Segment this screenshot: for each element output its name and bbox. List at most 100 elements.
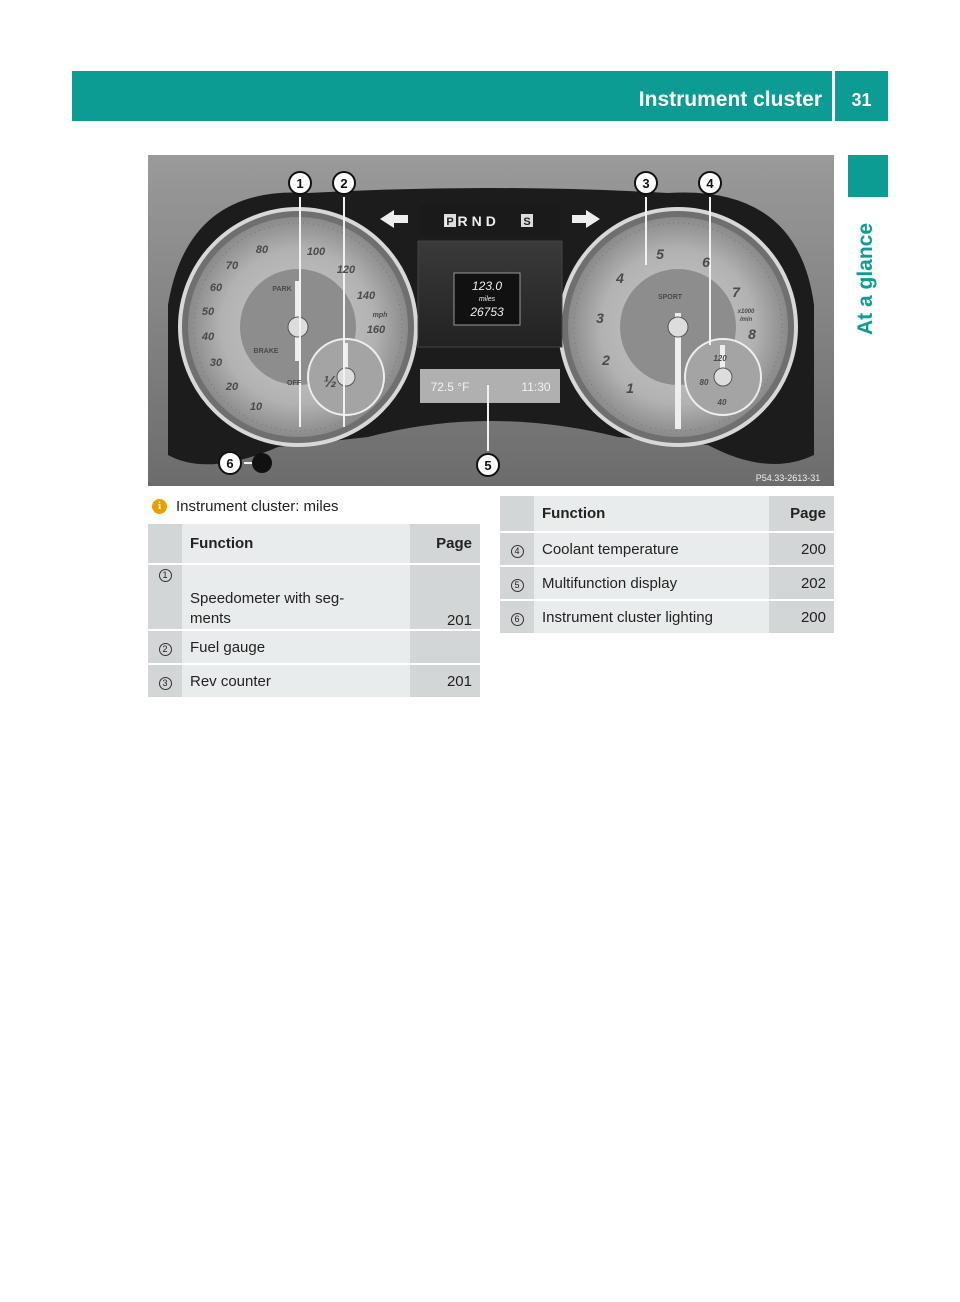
- callout-number: 3: [158, 676, 172, 690]
- callout-circle: [476, 453, 500, 477]
- header-number: [148, 524, 182, 565]
- figure-code: P54.33-2613-31: [756, 473, 821, 483]
- function-table-right: Function Page 4 Coolant temperature 200 …: [500, 496, 834, 635]
- lighting-knob: [252, 453, 272, 473]
- callout-label: 2: [340, 176, 347, 191]
- table-row: 2 Fuel gauge: [148, 630, 480, 665]
- header-function: Function: [534, 496, 769, 533]
- speedo-tick: 70: [226, 260, 239, 272]
- speedo-tick: 160: [367, 324, 386, 336]
- left-arrow-icon: [380, 210, 408, 228]
- gear-p-badge: P: [446, 216, 453, 228]
- table-row: 3 Rev counter 201: [148, 664, 480, 699]
- speedo-tick: 40: [201, 331, 215, 343]
- info-icon: i: [152, 499, 167, 514]
- off-lamp: OFF: [287, 380, 302, 387]
- callout-number: 5: [510, 578, 524, 592]
- speedo-tick: 100: [307, 246, 326, 258]
- page-ref: 201: [410, 564, 480, 631]
- gear-s-badge: S: [523, 216, 530, 228]
- callout-label: 6: [226, 456, 233, 471]
- callout-label: 1: [296, 176, 303, 191]
- page-ref: [410, 630, 480, 665]
- function-name: Multifunction display: [534, 566, 769, 601]
- rev-tick: 6: [702, 254, 710, 270]
- page-ref: 201: [410, 664, 480, 699]
- header-function: Function: [182, 524, 411, 565]
- page-ref: 202: [768, 566, 834, 601]
- callout-number: 4: [510, 544, 524, 558]
- fuel-half-mark: ½: [323, 374, 336, 391]
- rev-unit: x1000: [737, 309, 755, 315]
- page-ref: 200: [768, 532, 834, 567]
- speedo-tick: 30: [210, 357, 223, 369]
- speedo-tick: 60: [210, 282, 223, 294]
- rev-tick: 8: [748, 326, 756, 342]
- header-number: [500, 496, 534, 533]
- speedo-unit: mph: [373, 312, 388, 319]
- function-table-left: Function Page 1 Speedometer with seg-men…: [148, 524, 480, 699]
- function-name: Instrument cluster lighting: [534, 600, 769, 635]
- header-page: Page: [410, 524, 480, 565]
- speedo-tick: 50: [202, 306, 215, 318]
- page-header: Instrument cluster 31: [72, 71, 888, 121]
- callout-circle: [288, 171, 312, 195]
- function-name: Rev counter: [182, 664, 411, 699]
- park-lamp: PARK: [272, 286, 291, 293]
- page-number: 31: [851, 90, 872, 110]
- callout-number: 1: [158, 569, 172, 582]
- sport-lamp: SPORT: [658, 294, 683, 301]
- right-arrow-icon: [572, 210, 600, 228]
- callout-circle: [218, 451, 242, 475]
- rev-tick: 3: [596, 310, 604, 326]
- trip-value: 123.0: [472, 279, 502, 293]
- function-name: Coolant temperature: [534, 532, 769, 567]
- brake-lamp: BRAKE: [254, 348, 279, 355]
- gear-indicator: PRND: [444, 213, 500, 229]
- callout-circle: [332, 171, 356, 195]
- coolant-tick: 120: [713, 354, 727, 363]
- table-header-row: Function Page: [500, 496, 834, 533]
- rev-tick: 7: [732, 284, 741, 300]
- callout-circle: [634, 171, 658, 195]
- speedo-tick: 140: [357, 290, 376, 302]
- callout-lines: [244, 197, 711, 464]
- outside-temperature: 72.5 °F: [431, 380, 470, 394]
- distance-unit: miles: [479, 296, 496, 303]
- rev-unit: /min: [739, 317, 753, 323]
- function-name: Speedometer with seg-: [190, 590, 345, 607]
- speedo-tick: 80: [256, 244, 269, 256]
- chapter-tab: [848, 155, 888, 197]
- function-name: ments: [190, 610, 231, 627]
- speedo-tick: 10: [250, 401, 263, 413]
- callout-label: 5: [484, 458, 491, 473]
- coolant-tick: 80: [700, 378, 709, 387]
- speedo-tick: 20: [225, 381, 239, 393]
- callout-number: 6: [510, 612, 524, 626]
- table-row: 4 Coolant temperature 200: [500, 532, 834, 567]
- page-ref: 200: [768, 600, 834, 635]
- table-row: 1 Speedometer with seg-ments 201: [148, 564, 480, 631]
- table-row: 5 Multifunction display 202: [500, 566, 834, 601]
- caption-text: Instrument cluster: miles: [176, 498, 339, 515]
- callout-circle: [698, 171, 722, 195]
- table-row: 6 Instrument cluster lighting 200: [500, 600, 834, 635]
- table-header-row: Function Page: [148, 524, 480, 565]
- figure-caption: i Instrument cluster: miles: [152, 498, 339, 515]
- header-page: Page: [768, 496, 834, 533]
- coolant-tick: 40: [717, 398, 727, 407]
- function-name: Fuel gauge: [182, 630, 411, 665]
- rev-tick: 5: [656, 246, 664, 262]
- rev-tick: 2: [601, 352, 610, 368]
- odometer-value: 26753: [469, 305, 504, 319]
- header-divider: [832, 71, 835, 121]
- callout-number: 2: [158, 642, 172, 656]
- chapter-label: At a glance: [854, 222, 877, 335]
- rev-tick: 1: [626, 380, 634, 396]
- speedo-tick: 120: [337, 264, 356, 276]
- clock: 11:30: [521, 380, 550, 394]
- section-title: Instrument cluster: [638, 88, 822, 111]
- callout-label: 3: [642, 176, 649, 191]
